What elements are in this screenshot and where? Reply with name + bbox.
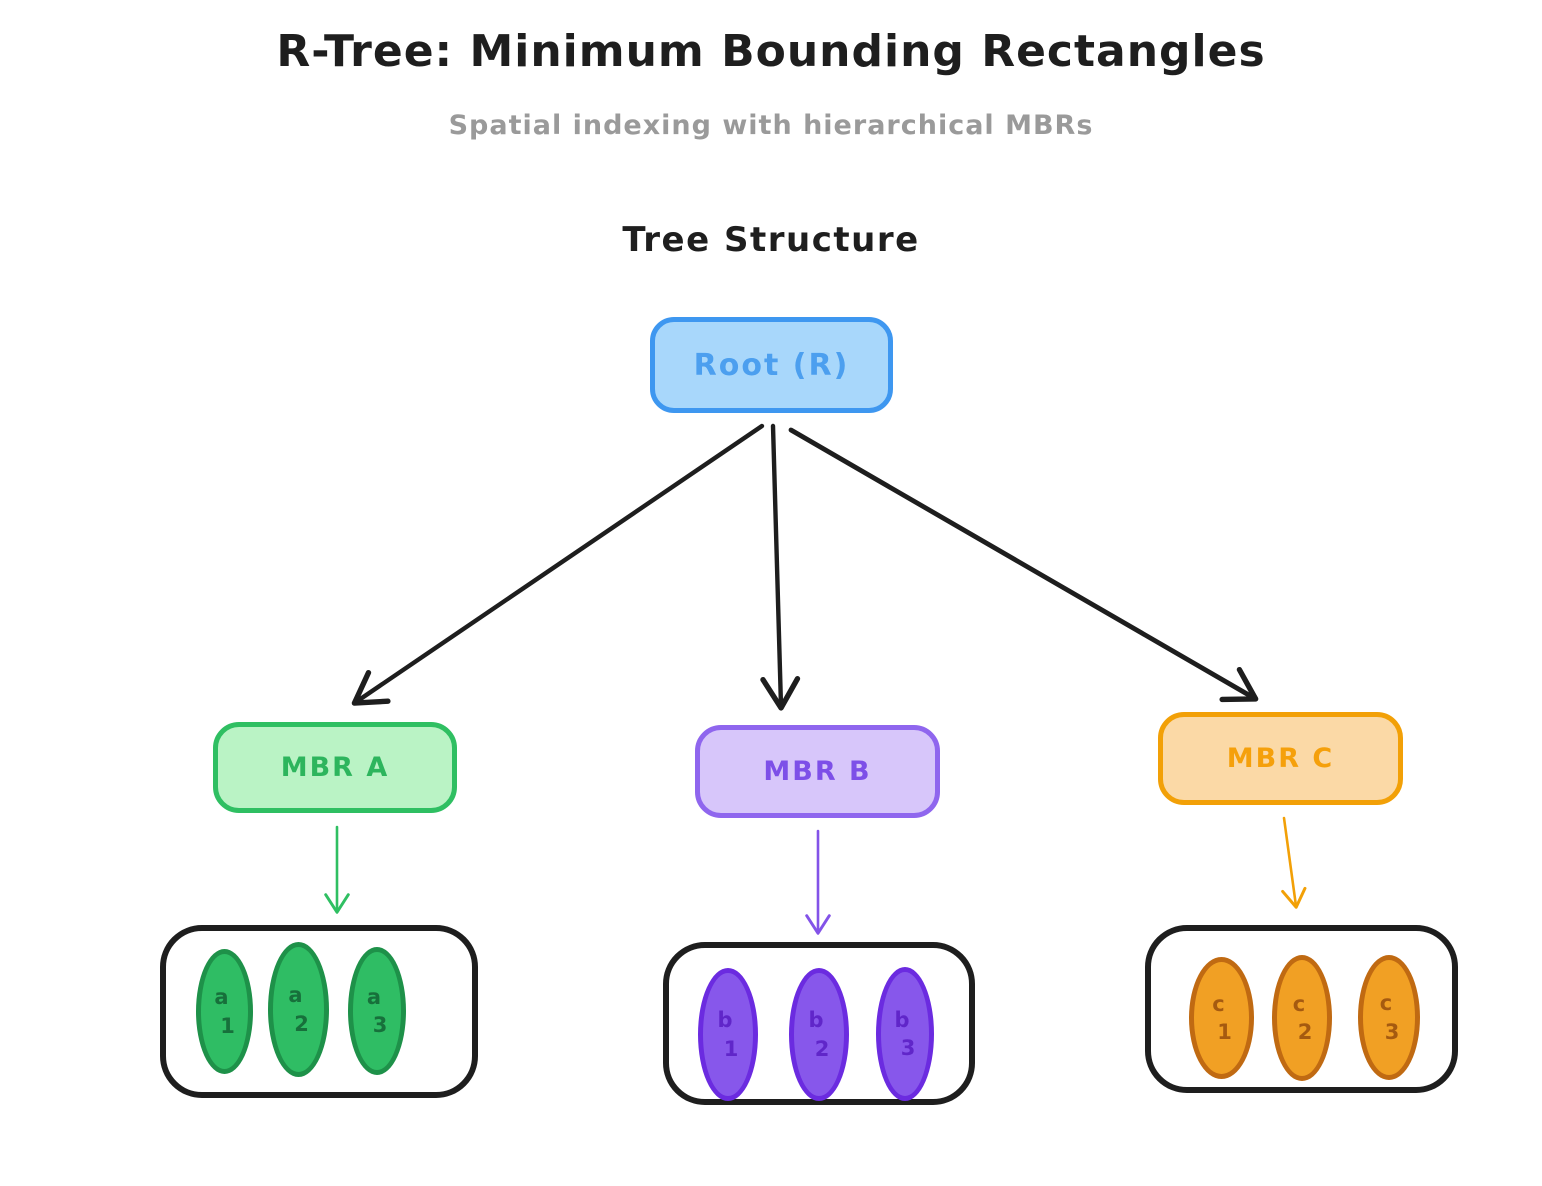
root-to-mbr-a-arrow [351,423,765,706]
leaf-b2-letter: b [808,1008,824,1033]
node-root-label: Root (R) [693,347,850,383]
node-mbr-a: MBR A [213,722,457,813]
leaf-a2-number: 2 [294,1011,309,1036]
leaf-b3-letter: b [894,1007,910,1032]
page-subtitle: Spatial indexing with hierarchical MBRs [448,110,1094,141]
leaf-a2-letter: a [288,983,303,1008]
node-mbr-c-label: MBR C [1226,743,1335,774]
leaf-a1-number: 1 [220,1013,235,1038]
leaf-node-b3: b 3 [876,967,934,1101]
leaf-c1-number: 1 [1217,1020,1232,1044]
leaf-node-c3: c 3 [1358,955,1420,1080]
leaf-node-a2: a 2 [268,942,329,1077]
node-mbr-c: MBR C [1158,712,1403,805]
leaf-a3-number: 3 [372,1013,388,1037]
leaf-a3-letter: a [366,984,382,1009]
leaf-a1-letter: a [214,985,229,1010]
leaf-group-c: c 1 c 2 c 3 [1145,925,1458,1093]
leaf-node-c1: c 1 [1189,957,1254,1079]
leaf-b2-number: 2 [814,1036,830,1061]
leaf-group-a: a 1 a 2 a 3 [160,925,478,1098]
leaf-b1-number: 1 [723,1036,739,1061]
leaf-node-a1: a 1 [196,949,253,1074]
leaf-c3-letter: c [1379,991,1393,1016]
node-mbr-b: MBR B [695,725,940,818]
leaf-c2-number: 2 [1297,1020,1313,1044]
leaf-node-b2: b 2 [789,968,849,1101]
leaf-b3-number: 3 [900,1036,916,1060]
node-root: Root (R) [650,317,893,413]
leaf-b1-letter: b [717,1008,733,1033]
page-title: R-Tree: Minimum Bounding Rectangles [276,26,1266,77]
mbr-c-to-leaves-arrow [1281,816,1307,909]
leaf-node-a3: a 3 [348,947,406,1075]
leaf-c1-letter: c [1212,991,1225,1016]
leaf-c2-letter: c [1292,991,1306,1016]
node-mbr-b-label: MBR B [763,756,872,787]
section-heading: Tree Structure [622,220,920,260]
leaf-c3-number: 3 [1384,1019,1400,1044]
root-to-mbr-b-arrow [760,423,801,711]
leaf-node-b1: b 1 [698,968,758,1101]
root-to-mbr-c-arrow [788,427,1259,703]
leaf-group-b: b 1 b 2 b 3 [663,942,975,1105]
node-mbr-a-label: MBR A [280,752,390,783]
leaf-node-c2: c 2 [1272,955,1332,1081]
